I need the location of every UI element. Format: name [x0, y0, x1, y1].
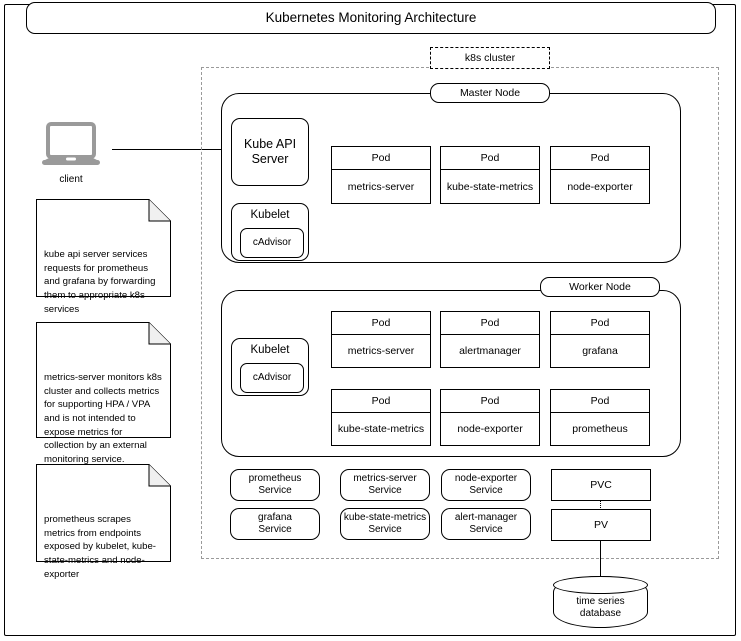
pod-name-label: kube-state-metrics [337, 423, 425, 435]
service-name: metrics-server [353, 472, 417, 484]
note-text: kube api server services requests for pr… [44, 249, 156, 315]
service-kind: Service [258, 485, 292, 496]
pod-name-label: prometheus [572, 423, 628, 435]
kubelet-worker-label: Kubelet [250, 344, 290, 356]
note-metrics-server: metrics-server monitors k8s cluster and … [36, 322, 171, 465]
service-grafana[interactable]: grafana Service [230, 508, 320, 540]
pod-head-label: Pod [551, 312, 649, 335]
pod-name-label: alertmanager [459, 345, 521, 357]
cadvisor-master-box[interactable]: cAdvisor [240, 228, 304, 258]
pod-master-node-exporter[interactable]: Pod node-exporter [550, 146, 650, 204]
service-metrics-server[interactable]: metrics-server Service [340, 469, 430, 501]
pod-head-label: Pod [551, 147, 649, 170]
service-kind: Service [368, 485, 402, 496]
pod-master-kube-state-metrics[interactable]: Pod kube-state-metrics [440, 146, 540, 204]
pvc-box[interactable]: PVC [551, 469, 651, 501]
note-kube-api-server: kube api server services requests for pr… [36, 199, 171, 315]
pod-worker-node-exporter[interactable]: Pod node-exporter [440, 389, 540, 446]
service-prometheus[interactable]: prometheus Service [230, 469, 320, 501]
pod-name-label: metrics-server [347, 180, 415, 193]
worker-node-label: Worker Node [540, 277, 660, 297]
service-kind: Service [469, 524, 503, 535]
pvc-label: PVC [590, 478, 612, 491]
kubelet-worker-box[interactable]: Kubelet cAdvisor [231, 338, 309, 396]
pod-worker-alertmanager[interactable]: Pod alertmanager [440, 311, 540, 368]
laptop-icon [42, 122, 100, 168]
service-name: grafana [258, 511, 292, 523]
cadvisor-worker-box[interactable]: cAdvisor [240, 363, 304, 393]
kubelet-master-label: Kubelet [250, 209, 290, 221]
pod-head-label: Pod [332, 312, 430, 335]
service-kind: Service [258, 524, 292, 535]
service-name: node-exporter [454, 472, 518, 484]
pod-worker-grafana[interactable]: Pod grafana [550, 311, 650, 368]
service-name: alert-manager [454, 511, 518, 523]
pod-head-label: Pod [441, 312, 539, 335]
service-kube-state-metrics[interactable]: kube-state-metrics Service [340, 508, 430, 540]
pod-worker-metrics-server[interactable]: Pod metrics-server [331, 311, 431, 368]
pod-worker-kube-state-metrics[interactable]: Pod kube-state-metrics [331, 389, 431, 446]
k8s-cluster-label: k8s cluster [430, 47, 550, 69]
kube-api-server-box[interactable]: Kube API Server [231, 118, 309, 186]
pod-head-label: Pod [441, 390, 539, 413]
pod-name-label: node-exporter [457, 423, 523, 435]
note-text: metrics-server monitors k8s cluster and … [44, 372, 162, 465]
service-kind: Service [469, 485, 503, 496]
pod-head-label: Pod [441, 147, 539, 170]
service-node-exporter[interactable]: node-exporter Service [441, 469, 531, 501]
master-node-label: Master Node [430, 83, 550, 103]
pvc-pv-connector [600, 500, 601, 510]
service-alert-manager[interactable]: alert-manager Service [441, 508, 531, 540]
database-cylinder-top [553, 576, 648, 594]
note-text: prometheus scrapes metrics from endpoint… [44, 514, 157, 580]
pod-head-label: Pod [332, 147, 430, 170]
pod-master-metrics-server[interactable]: Pod metrics-server [331, 146, 431, 204]
kube-api-server-label: Kube API Server [243, 137, 297, 166]
service-name: kube-state-metrics [343, 511, 427, 523]
service-name: prometheus [248, 472, 302, 484]
client-to-api-connector [112, 149, 229, 150]
client-label: client [59, 173, 83, 185]
pv-box[interactable]: PV [551, 509, 651, 541]
pv-label: PV [593, 518, 608, 531]
pod-name-label: grafana [582, 345, 618, 357]
pod-head-label: Pod [551, 390, 649, 413]
database-label-line2: database [579, 608, 622, 619]
pod-name-label: kube-state-metrics [446, 180, 534, 193]
time-series-database[interactable]: time series database [553, 576, 648, 628]
database-label-line1: time series [576, 595, 625, 607]
pv-to-database-connector [600, 541, 601, 581]
kubelet-master-box[interactable]: Kubelet cAdvisor [231, 203, 309, 261]
service-kind: Service [368, 524, 402, 535]
pod-name-label: node-exporter [567, 180, 633, 193]
page-title: Kubernetes Monitoring Architecture [26, 2, 716, 34]
pod-name-label: metrics-server [347, 345, 415, 357]
pod-head-label: Pod [332, 390, 430, 413]
note-prometheus: prometheus scrapes metrics from endpoint… [36, 464, 171, 580]
pod-worker-prometheus[interactable]: Pod prometheus [550, 389, 650, 446]
